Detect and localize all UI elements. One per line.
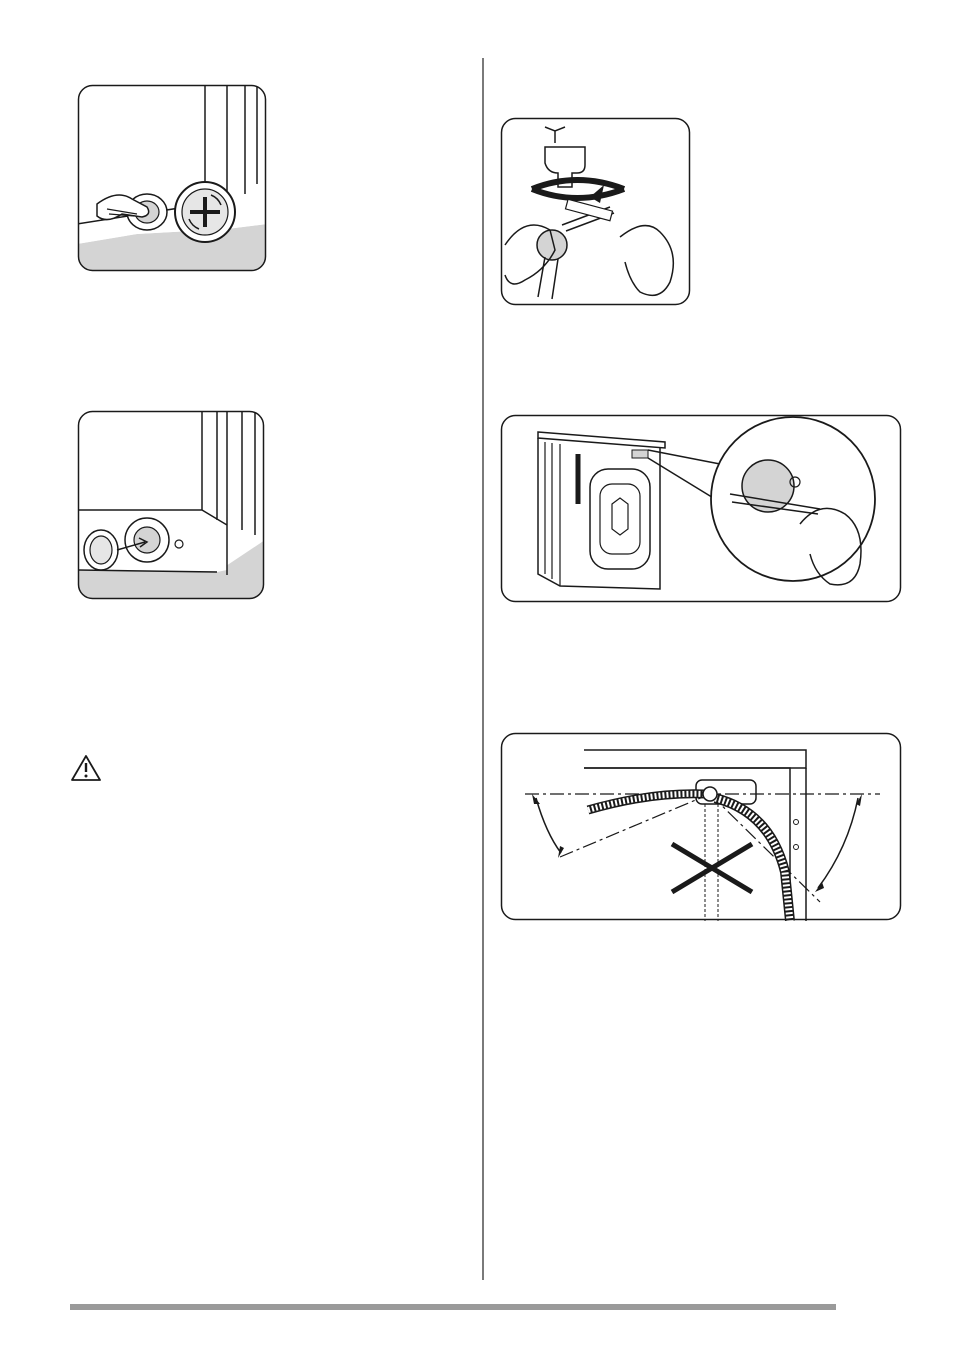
- footer-rule: [70, 1304, 836, 1310]
- figure-filter-cleaning: [77, 84, 267, 272]
- column-divider: [482, 58, 484, 1280]
- figure-inlet-filter-brush: [500, 414, 902, 603]
- figure-hose-angle: [500, 732, 902, 921]
- figure-filter-reinsert: [77, 410, 265, 600]
- warning-triangle-icon: [70, 754, 102, 787]
- figure-tap-filter-brush: [500, 117, 691, 306]
